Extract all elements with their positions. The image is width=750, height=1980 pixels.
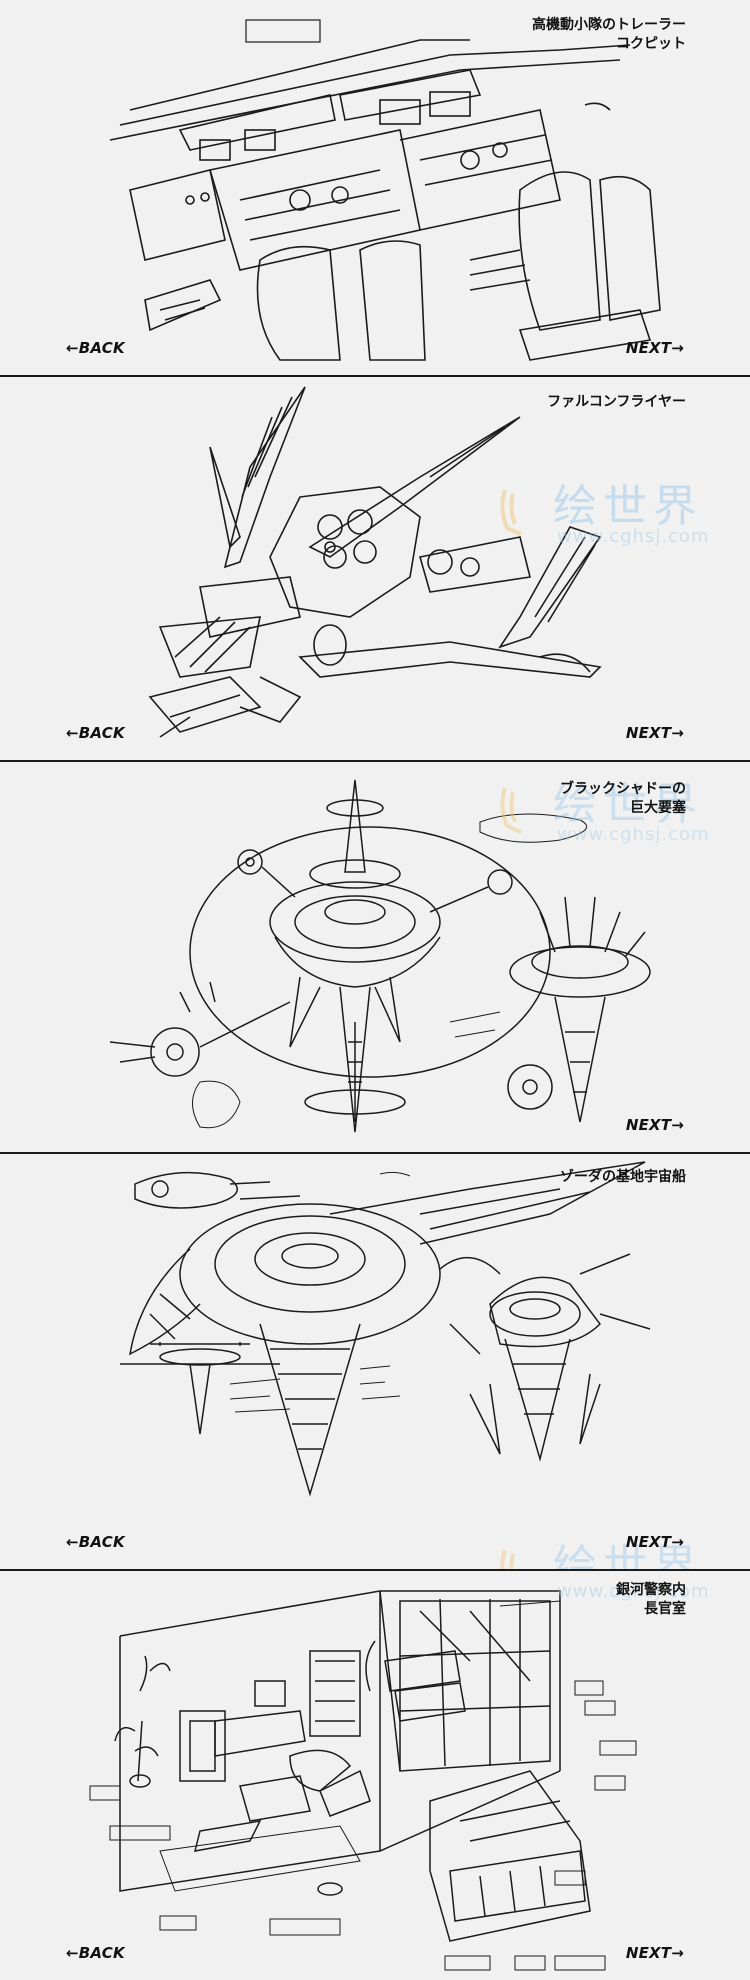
panel-title: 銀河警察内 長官室 xyxy=(616,1582,686,1617)
watermark-text: 绘世界 xyxy=(553,779,703,830)
back-button[interactable]: ←BACK xyxy=(66,1944,125,1962)
office-sketch xyxy=(89,1590,637,1971)
watermark-text: 绘世界 xyxy=(553,481,703,532)
next-button[interactable]: NEXT→ xyxy=(625,1116,684,1134)
panel-divider xyxy=(0,1152,750,1154)
panel-divider xyxy=(0,760,750,762)
watermark: 绘世界 www.cghsj.com xyxy=(495,482,735,552)
next-button[interactable]: NEXT→ xyxy=(625,724,684,742)
panel-divider xyxy=(0,1569,750,1571)
panel-black-shadow-fortress: 绘世界 www.cghsj.com ブラックシャドーの 巨大要塞 NEXT→ xyxy=(0,762,750,1152)
panel-trailer-cockpit: 高機動小隊のトレーラー コクピット ←BACK NEXT→ xyxy=(0,0,750,375)
next-button[interactable]: NEXT→ xyxy=(625,1944,684,1962)
panel-title: ブラックシャドーの 巨大要塞 xyxy=(560,781,686,816)
back-button[interactable]: ←BACK xyxy=(66,1533,125,1551)
watermark: 绘世界 xyxy=(495,1542,735,1569)
next-button[interactable]: NEXT→ xyxy=(625,1533,684,1551)
watermark-text: 绘世界 xyxy=(553,1542,703,1569)
panel-divider xyxy=(0,375,750,377)
panel-title: 高機動小隊のトレーラー コクピット xyxy=(532,17,686,52)
watermark: 绘世界 www.cghsj.com xyxy=(495,780,735,850)
panel-police-commissioner-office: www.cghsj.com 銀河警察内 長官室 ←BACK NEXT→ xyxy=(0,1571,750,1980)
watermark-logo-icon xyxy=(500,1549,515,1569)
watermark-url: www.cghsj.com xyxy=(557,1581,710,1602)
panel-title: ファルコンフライヤー xyxy=(547,394,686,410)
back-button[interactable]: ←BACK xyxy=(66,724,125,742)
watermark: www.cghsj.com xyxy=(495,1571,735,1611)
zoda-spaceship-sketch xyxy=(120,1161,651,1497)
watermark-url: www.cghsj.com xyxy=(557,824,710,845)
back-button[interactable]: ←BACK xyxy=(66,339,125,357)
watermark-logo-icon xyxy=(500,787,522,834)
cockpit-sketch xyxy=(109,19,661,361)
panel-title: ゾーダの基地宇宙船 xyxy=(560,1169,686,1185)
panel-zoda-base-spaceship: 绘世界 ゾーダの基地宇宙船 ←BACK NEXT→ xyxy=(0,1154,750,1569)
watermark-logo-icon xyxy=(500,489,522,536)
fortress-sketch xyxy=(109,779,651,1133)
watermark-url: www.cghsj.com xyxy=(557,526,710,547)
next-button[interactable]: NEXT→ xyxy=(625,339,684,357)
falcon-flyer-sketch xyxy=(148,386,602,738)
panel-falcon-flyer: 绘世界 www.cghsj.com ファルコンフライヤー ←BACK NEXT→ xyxy=(0,377,750,760)
